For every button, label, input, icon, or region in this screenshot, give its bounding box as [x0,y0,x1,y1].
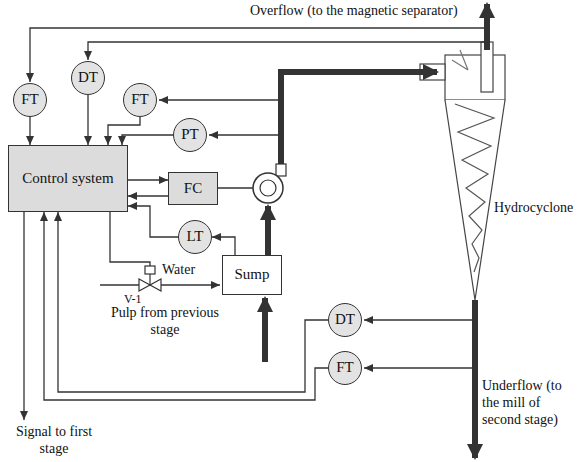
discharge-pipe [281,72,437,168]
flow-transmitter: FT [328,351,362,385]
signal-connector [58,212,328,392]
signal-connector [212,237,235,255]
signal-connector [29,117,30,145]
signal-connector [44,212,328,400]
hydrocyclone-illustration [420,42,505,300]
pump-symbol [253,164,286,203]
node-text: DT [335,311,355,328]
output-signal-line [23,212,24,420]
suction-pipe [265,206,271,255]
node-text: FT [21,91,39,108]
node-text: DT [78,69,98,86]
pressure-transmitter: PT [173,118,207,152]
equipment-label: Hydrocyclone [494,200,573,217]
density-transmitter: DT [71,61,105,95]
underflow-pipe [472,300,478,458]
signal-connector [122,135,173,145]
node-text: LT [187,228,204,245]
pulp-feed-pipe [262,298,268,362]
valve-tag: V-1 [124,292,142,306]
signal-connector [128,195,168,196]
signal-connector [108,117,140,145]
valve-symbol [139,266,161,291]
valve-signal [110,212,150,266]
density-transmitter: DT [328,303,362,337]
signal-connector [128,179,168,180]
stream-label: Water [162,262,195,279]
signal-connector [87,95,88,145]
level-transmitter: LT [178,220,212,254]
signal-label: Signal to first stage [4,424,104,458]
node-text: FT [336,359,354,376]
flow-controller-box: FC [168,172,218,205]
stream-label: Underflow (to the mill of second stage) [482,378,575,428]
flow-transmitter: FT [123,83,157,117]
node-text: FT [131,91,149,108]
flow-transmitter: FT [13,83,47,117]
sump-box: Sump [222,255,282,295]
overflow-pipe [484,4,490,50]
control-system-box: Control system [8,145,128,212]
node-text: FC [184,180,202,197]
node-text: Sump [234,266,269,283]
node-text: PT [181,126,199,143]
pump-drive-line [218,187,253,188]
stream-label: Pulp from previous stage [95,305,235,339]
signal-connector [128,206,178,237]
node-text: Control system [22,170,113,187]
stream-label: Overflow (to the magnetic separator) [250,3,458,20]
